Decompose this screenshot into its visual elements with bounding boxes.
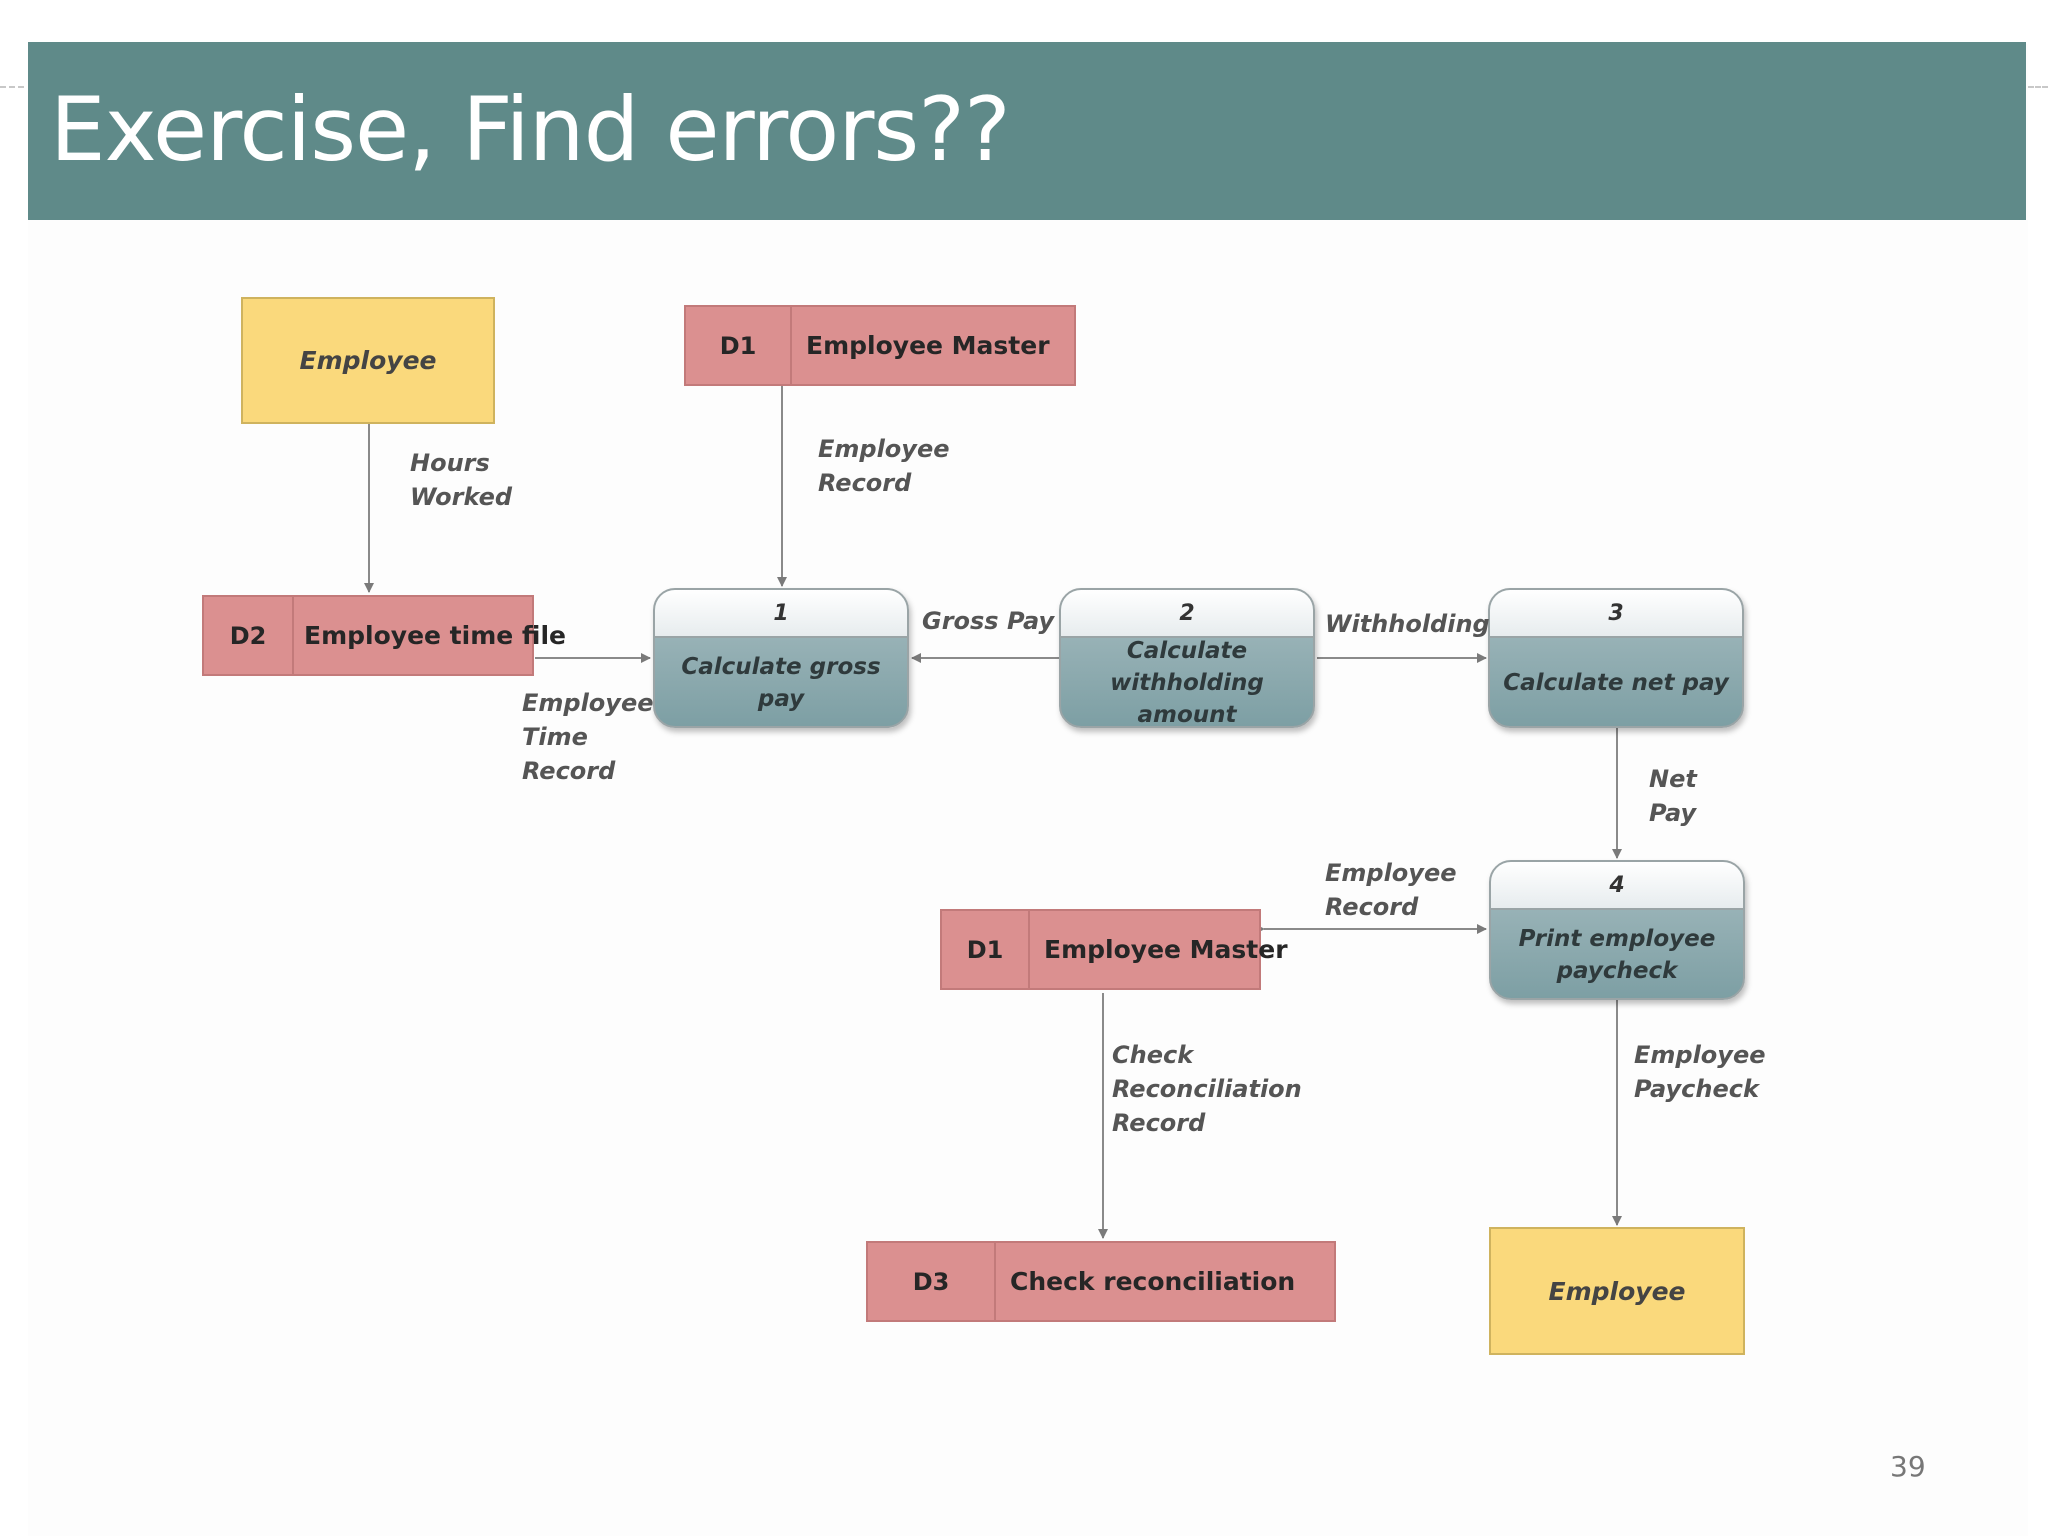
store-name: Employee Master [806,331,1050,360]
data-store-d3: D3 Check reconciliation [866,1241,1336,1322]
flow-label-employee-time-record: Employee Time Record [522,689,654,785]
store-name: Employee time file [304,621,566,650]
data-store-d2: D2 Employee time file [202,595,566,676]
data-store-d1-top: D1 Employee Master [684,305,1076,386]
entity-label: Employee [1548,1276,1686,1306]
process-number: 3 [1490,590,1742,638]
entity-employee-sink: Employee [1489,1227,1745,1355]
flow-label-employee-record-bottom: Employee Record [1325,859,1457,921]
slide-guide-left [0,86,24,88]
flow-label-withholding: Withholding [1325,610,1490,638]
flow-label-hours-worked: Hours Worked [410,449,513,511]
process-1: 1 Calculate gross pay [653,588,909,728]
process-4: 4 Print employee paycheck [1489,860,1745,1000]
process-2: 2 Calculate withholding amount [1059,588,1315,728]
process-name: Calculate net pay [1503,670,1729,696]
data-store-d1-bottom: D1 Employee Master [940,909,1288,990]
page-number: 39 [1890,1450,1926,1483]
process-number: 2 [1061,590,1313,638]
store-id: D1 [942,911,1030,988]
process-name: Print employee paycheck [1518,926,1716,984]
process-number: 4 [1491,862,1743,910]
store-name: Check reconciliation [1010,1267,1296,1296]
flow-label-net-pay: Net Pay [1649,765,1697,827]
process-name: Calculate gross pay [681,654,881,712]
flow-label-gross-pay: Gross Pay [922,607,1055,635]
entity-employee-source: Employee [241,297,495,424]
slide-guide-right [2028,86,2048,88]
entity-label: Employee [299,346,437,375]
process-name: Calculate withholding amount [1110,638,1264,728]
slide-title: Exercise, Find errors?? [50,78,1011,181]
store-id: D2 [204,597,294,674]
store-id: D3 [868,1243,996,1320]
flow-label-employee-record-top: Employee Record [818,435,950,497]
flow-label-employee-paycheck: Employee Paycheck [1634,1041,1766,1103]
store-name: Employee Master [1044,935,1288,964]
process-3: 3 Calculate net pay [1488,588,1744,728]
flow-label-check-reconciliation-record: Check Reconciliation Record [1112,1041,1302,1137]
store-id: D1 [686,307,792,384]
process-number: 1 [655,590,907,638]
title-bar [28,42,2026,220]
